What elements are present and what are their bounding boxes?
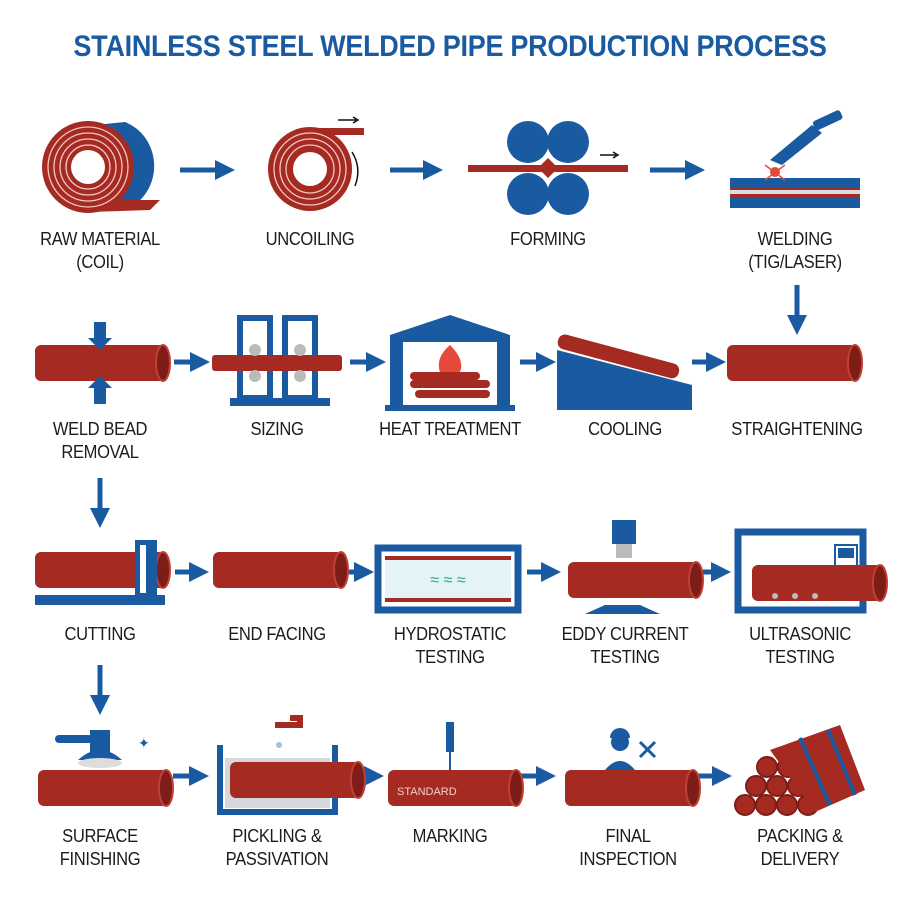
hydrostatic-test-icon: ≈ ≈ ≈ <box>374 544 522 614</box>
welding-torch-icon <box>730 110 860 208</box>
surface-finishing-icon: ✦ <box>37 730 174 807</box>
flow-arrows <box>90 160 807 786</box>
step-label-packing-delivery: PACKING &DELIVERY <box>757 826 843 869</box>
coil-icon <box>42 121 160 213</box>
step-label-forming: FORMING <box>510 229 586 249</box>
furnace-icon <box>385 315 515 411</box>
step-label-uncoiling: UNCOILING <box>265 229 355 249</box>
step-label-pickling-passivation: PICKLING &PASSIVATION <box>225 826 329 869</box>
step-label-cutting: CUTTING <box>64 624 136 644</box>
page-title: STAINLESS STEEL WELDED PIPE PRODUCTION P… <box>73 30 827 63</box>
forming-rollers-icon <box>468 121 628 215</box>
step-label-sizing: SIZING <box>250 419 304 439</box>
svg-text:≈ ≈ ≈: ≈ ≈ ≈ <box>430 572 465 589</box>
step-label-welding: WELDING(TIG/LASER) <box>748 229 842 272</box>
pickling-tank-icon <box>217 715 366 815</box>
marking-text: STANDARD <box>397 786 457 798</box>
sizing-stands-icon <box>212 315 342 406</box>
inspector-icon <box>564 728 701 807</box>
straight-pipe-icon <box>726 344 863 382</box>
cutting-icon <box>34 540 171 605</box>
uncoiling-icon <box>268 116 364 211</box>
weld-bead-removal-icon <box>34 322 171 404</box>
end-facing-pipe-icon <box>212 551 349 589</box>
ultrasonic-test-icon <box>734 528 888 614</box>
step-label-end-facing: END FACING <box>228 624 326 644</box>
step-label-cooling: COOLING <box>588 419 662 439</box>
pipe-bundle-icon <box>734 725 865 816</box>
cooling-bed-icon <box>557 334 692 410</box>
eddy-current-probe-icon <box>567 520 704 614</box>
step-label-marking: MARKING <box>412 826 488 846</box>
step-label-straightening: STRAIGHTENING <box>731 419 863 439</box>
marking-icon: STANDARD <box>387 722 524 807</box>
step-label-raw-material: RAW MATERIAL(COIL) <box>40 229 160 272</box>
svg-text:✦: ✦ <box>138 735 150 751</box>
step-label-heat-treatment: HEAT TREATMENT <box>379 419 521 439</box>
